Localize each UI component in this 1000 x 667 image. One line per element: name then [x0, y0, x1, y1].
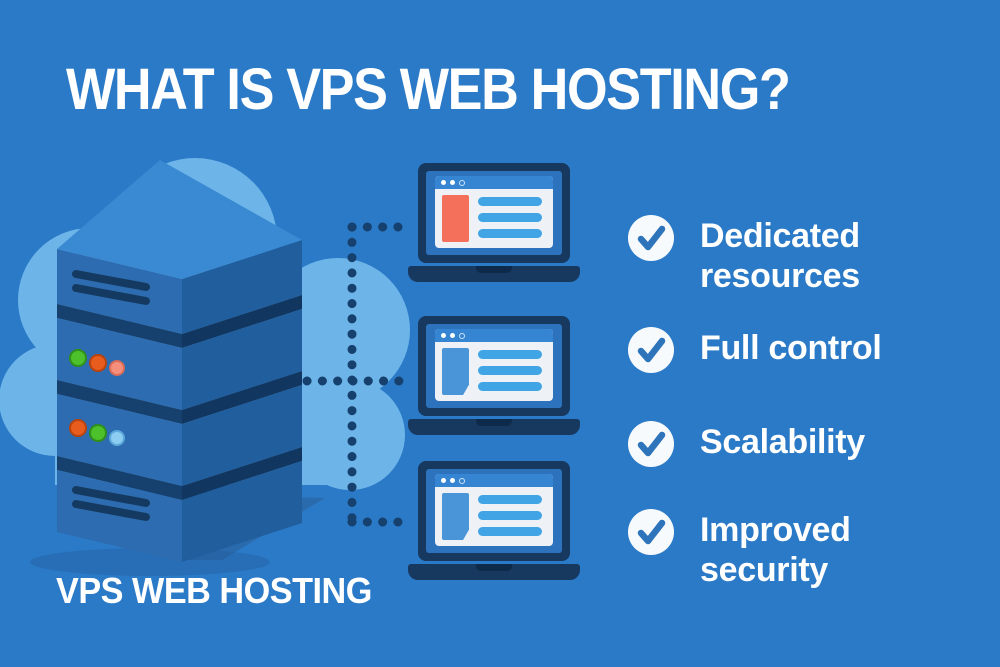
server-status-lights-row2: [69, 419, 125, 446]
check-icon: [628, 327, 674, 373]
laptop-icon-middle: [408, 316, 580, 438]
benefit-label: Improved security: [700, 511, 851, 589]
window-dot-icon: [441, 180, 446, 185]
benefits-list: Dedicated resources Full control Scalabi…: [628, 0, 988, 667]
laptop-hinge-notch: [476, 564, 512, 571]
laptop-base: [408, 564, 580, 580]
browser-content: [435, 487, 553, 546]
browser-titlebar: [435, 329, 553, 342]
laptop-display: [426, 171, 562, 255]
laptop-display: [426, 469, 562, 553]
laptop-icon-bottom: [408, 461, 580, 583]
laptop-hinge-notch: [476, 419, 512, 426]
browser-window: [435, 329, 553, 401]
laptop-screen: [418, 163, 570, 263]
page-title: WHAT IS VPS WEB HOSTING?: [66, 57, 791, 122]
window-dot-icon: [450, 478, 455, 483]
laptop-icon-top: [408, 163, 580, 285]
server-cloud-illustration: [0, 158, 410, 576]
benefit-label: Scalability: [700, 423, 865, 461]
check-icon: [628, 509, 674, 555]
benefit-item-scalability: Scalability: [628, 421, 940, 467]
laptop-base: [408, 419, 580, 435]
window-dot-icon: [450, 180, 455, 185]
laptop-hinge-notch: [476, 266, 512, 273]
window-dot-icon: [450, 333, 455, 338]
content-document-placeholder: [442, 348, 469, 395]
benefit-label: Dedicated resources: [700, 217, 860, 295]
server-vents-top: [72, 270, 150, 305]
browser-titlebar: [435, 474, 553, 487]
laptop-screen: [418, 461, 570, 561]
benefit-item-dedicated-resources: Dedicated resources: [628, 215, 940, 296]
content-text-lines: [478, 195, 542, 242]
benefit-item-improved-security: Improved security: [628, 509, 940, 590]
check-icon: [628, 215, 674, 261]
window-ring-icon: [459, 477, 465, 484]
content-text-lines: [478, 493, 542, 540]
server-vents-bottom: [72, 486, 150, 521]
browser-content: [435, 189, 553, 248]
browser-window: [435, 474, 553, 546]
benefit-label: Full control: [700, 329, 882, 367]
window-ring-icon: [459, 332, 465, 339]
laptop-display: [426, 324, 562, 408]
window-ring-icon: [459, 179, 465, 186]
laptop-base: [408, 266, 580, 282]
browser-content: [435, 342, 553, 401]
window-dot-icon: [441, 478, 446, 483]
content-image-placeholder: [442, 195, 469, 242]
window-dot-icon: [441, 333, 446, 338]
server-stack-icon: [57, 160, 302, 562]
browser-window: [435, 176, 553, 248]
benefit-item-full-control: Full control: [628, 327, 940, 373]
server-label: VPS WEB HOSTING: [56, 570, 372, 611]
content-document-placeholder: [442, 493, 469, 540]
laptop-screen: [418, 316, 570, 416]
server-status-lights-row1: [69, 349, 125, 376]
content-text-lines: [478, 348, 542, 395]
browser-titlebar: [435, 176, 553, 189]
check-icon: [628, 421, 674, 467]
